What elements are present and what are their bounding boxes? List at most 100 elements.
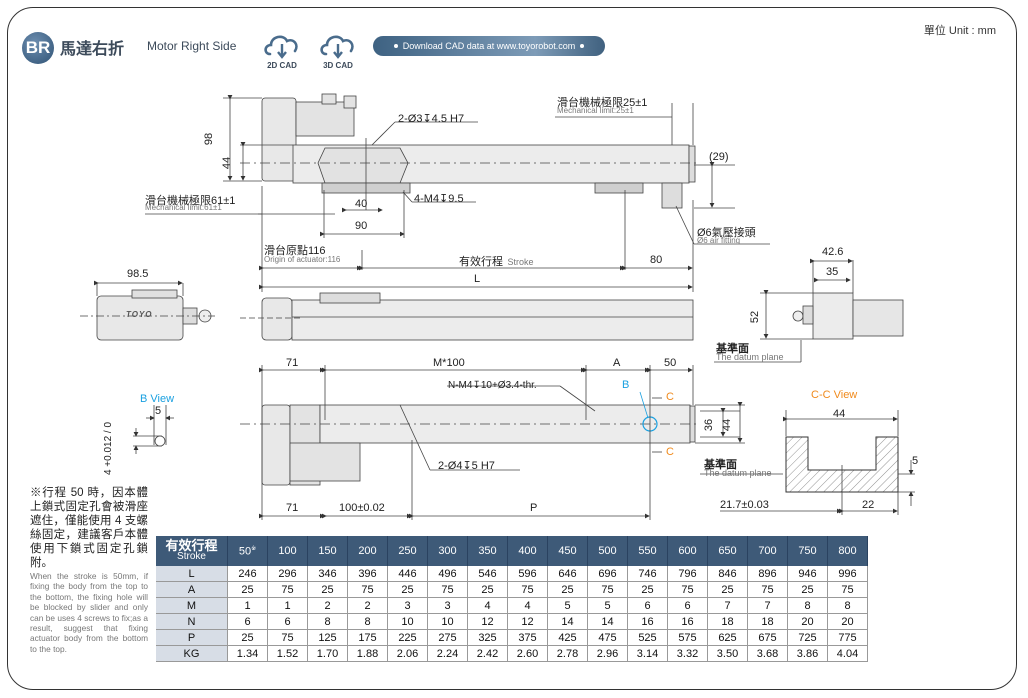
download-cad-link[interactable]: Download CAD data at www.toyorobot.com bbox=[373, 36, 605, 56]
mech-limit-left-en: Mechanical limit:61±1 bbox=[145, 203, 222, 212]
table-cell: 1.70 bbox=[307, 645, 348, 662]
stroke-header-en: Stroke bbox=[177, 551, 206, 562]
screw-note: 4-M4↧9.5 bbox=[414, 193, 464, 205]
table-header-row: 有效行程 Stroke 50※ 100 150 200 250 300 350 … bbox=[156, 536, 868, 566]
note-en: When the stroke is 50mm, if fixing the b… bbox=[30, 571, 148, 654]
cad-2d-button[interactable]: 2D CAD bbox=[262, 30, 302, 70]
table-cell: 2 bbox=[307, 597, 348, 614]
table-cell: 75 bbox=[587, 581, 628, 598]
dim-42-6: 42.6 bbox=[822, 246, 844, 258]
table-cell: 525 bbox=[627, 629, 668, 646]
table-cell: 325 bbox=[467, 629, 508, 646]
download-cad-text: Download CAD data at www.toyorobot.com bbox=[402, 41, 576, 51]
table-cell: 646 bbox=[547, 566, 588, 582]
stroke-col: 600 bbox=[667, 536, 708, 566]
table-cell: 2.78 bbox=[547, 645, 588, 662]
stroke-50-note: ※行程 50 時，因本體上鎖式固定孔會被滑座遮住，僅能使用 4 支螺絲固定，建議… bbox=[30, 486, 148, 654]
table-cell: 3 bbox=[387, 597, 428, 614]
cc-view-drawing bbox=[720, 410, 915, 515]
table-cell: 4.04 bbox=[827, 645, 868, 662]
stroke-col: 400 bbox=[507, 536, 548, 566]
stroke-col: 800 bbox=[827, 536, 868, 566]
air-fitting-en: Ø6 air fitting bbox=[697, 236, 741, 245]
row-label: M bbox=[156, 597, 228, 614]
table-cell: 3.68 bbox=[747, 645, 788, 662]
model-badge: BR bbox=[22, 32, 54, 64]
cad-2d-label: 2D CAD bbox=[267, 61, 297, 70]
cc-dim-22: 22 bbox=[862, 499, 875, 511]
row-label: N bbox=[156, 613, 228, 630]
table-cell: 996 bbox=[827, 566, 868, 582]
table-cell: 8 bbox=[347, 613, 388, 630]
stroke-header: 有效行程 Stroke bbox=[156, 536, 228, 566]
table-cell: 2.42 bbox=[467, 645, 508, 662]
table-cell: 75 bbox=[747, 581, 788, 598]
table-cell: 75 bbox=[267, 629, 308, 646]
table-cell: 3.32 bbox=[667, 645, 708, 662]
left-side-view bbox=[80, 280, 215, 341]
dim-44-top: 44 bbox=[221, 156, 234, 170]
unit-label: 單位 Unit : mm bbox=[923, 25, 996, 37]
dim-80: 80 bbox=[650, 254, 663, 266]
title-zh: 馬達右折 bbox=[60, 41, 125, 58]
table-cell: 2.96 bbox=[587, 645, 628, 662]
table-cell: 3.86 bbox=[787, 645, 828, 662]
table-cell: 896 bbox=[747, 566, 788, 582]
cc-dim-21-7: 21.7±0.03 bbox=[720, 499, 769, 511]
table-cell: 14 bbox=[587, 613, 628, 630]
table-cell: 846 bbox=[707, 566, 748, 582]
c-marker-bottom: C bbox=[666, 446, 674, 458]
table-cell: 596 bbox=[507, 566, 548, 582]
table-cell: 6 bbox=[227, 613, 268, 630]
table-cell: 396 bbox=[347, 566, 388, 582]
table-cell: 25 bbox=[227, 629, 268, 646]
table-cell: 8 bbox=[307, 613, 348, 630]
table-cell: 25 bbox=[547, 581, 588, 598]
cc-dim-5: 5 bbox=[912, 455, 919, 467]
cc-view-title: C-C View bbox=[811, 389, 858, 401]
table-cell: 2.24 bbox=[427, 645, 468, 662]
table-cell: 6 bbox=[267, 613, 308, 630]
table-cell: 725 bbox=[787, 629, 828, 646]
stroke-header-zh: 有效行程 bbox=[165, 538, 218, 553]
table-cell: 3.14 bbox=[627, 645, 668, 662]
cad-3d-button[interactable]: 3D CAD bbox=[318, 30, 358, 70]
table-cell: 1 bbox=[267, 597, 308, 614]
front-view bbox=[240, 292, 694, 341]
table-cell: 25 bbox=[227, 581, 268, 598]
cad-3d-label: 3D CAD bbox=[323, 61, 353, 70]
stroke-label: 有效行程 Stroke bbox=[459, 252, 533, 270]
table-cell: 16 bbox=[667, 613, 708, 630]
page-frame bbox=[7, 7, 1017, 690]
b-view-title: B View bbox=[140, 393, 175, 405]
table-cell: 3 bbox=[427, 597, 468, 614]
dim-A: A bbox=[613, 357, 621, 369]
stroke-col: 100 bbox=[267, 536, 308, 566]
row-label: KG bbox=[156, 645, 228, 662]
note-zh: ※行程 50 時，因本體上鎖式固定孔會被滑座遮住，僅能使用 4 支螺絲固定，建議… bbox=[30, 487, 148, 569]
table-cell: 1.88 bbox=[347, 645, 388, 662]
table-cell: 20 bbox=[787, 613, 828, 630]
dim-L: L bbox=[474, 273, 481, 285]
table-cell: 6 bbox=[667, 597, 708, 614]
table-cell: 12 bbox=[467, 613, 508, 630]
mech-limit-right-zh: 滑台機械極限25±1 bbox=[557, 97, 648, 109]
table-cell: 7 bbox=[707, 597, 748, 614]
pin-note: 2-Ø4↧5 H7 bbox=[438, 460, 495, 472]
dim-36: 36 bbox=[703, 418, 716, 432]
table-cell: 625 bbox=[707, 629, 748, 646]
table-cell: 12 bbox=[507, 613, 548, 630]
datum-en-bottom: The datum plane bbox=[704, 468, 772, 478]
table-cell: 1.34 bbox=[227, 645, 268, 662]
dim-P: P bbox=[530, 502, 538, 514]
table-cell: 75 bbox=[507, 581, 548, 598]
motor-housing bbox=[261, 97, 297, 182]
table-cell: 175 bbox=[347, 629, 388, 646]
table-cell: 75 bbox=[347, 581, 388, 598]
stroke-col: 550 bbox=[627, 536, 668, 566]
table-cell: 8 bbox=[787, 597, 828, 614]
stroke-en: Stroke bbox=[507, 257, 534, 267]
